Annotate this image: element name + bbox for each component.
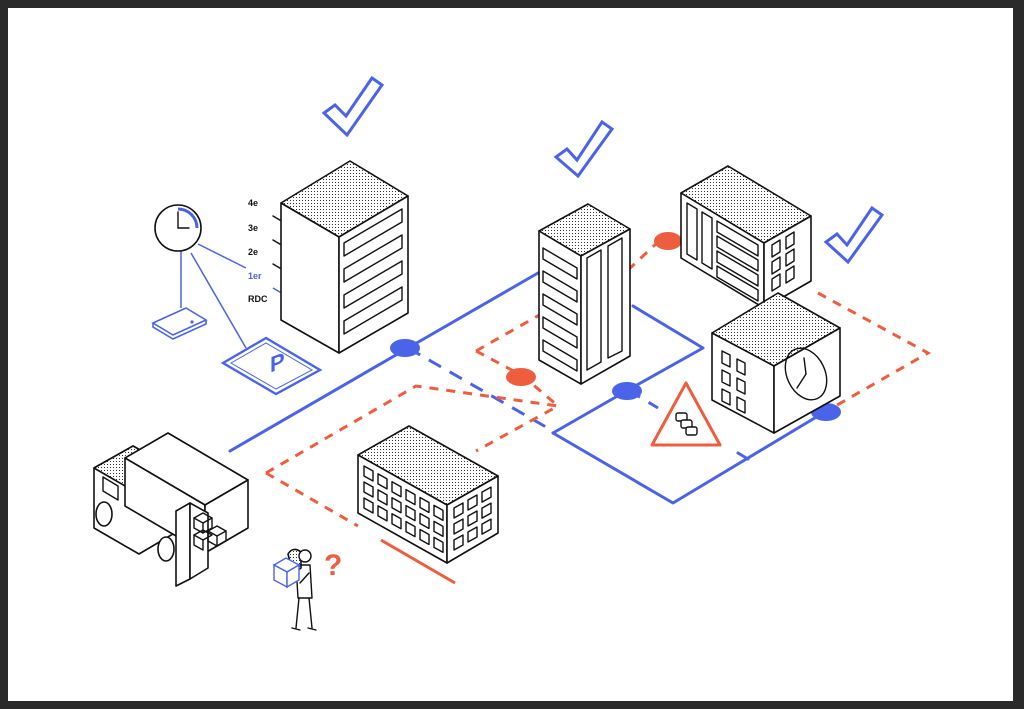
window [419, 496, 430, 514]
floor-label: RDC [248, 294, 268, 304]
window [481, 486, 492, 503]
illustration-frame: P 4e 3e 2e 1er RDC [8, 8, 1013, 701]
window [467, 510, 478, 527]
courier-person [287, 548, 317, 631]
window [377, 489, 388, 506]
route-node [612, 382, 642, 400]
window [433, 520, 444, 538]
svg-text:P: P [270, 347, 285, 378]
tablet-icon [151, 307, 208, 340]
window [391, 513, 402, 530]
floor-label: 4e [248, 198, 258, 208]
window [377, 505, 388, 522]
clock-icon [154, 204, 247, 349]
window [405, 520, 416, 538]
window [481, 502, 492, 519]
parking-icon: P [220, 336, 323, 396]
traffic-warning-icon [650, 381, 722, 447]
delivery-truck [93, 432, 249, 587]
window [433, 536, 444, 554]
floor-label: 3e [248, 223, 258, 233]
window [467, 526, 478, 543]
window [453, 518, 464, 535]
window [419, 528, 430, 546]
window [377, 473, 388, 490]
window [405, 488, 416, 506]
window [363, 481, 374, 498]
window [391, 481, 402, 498]
window [363, 497, 374, 514]
window [363, 465, 374, 482]
window [405, 504, 416, 522]
route-node [390, 339, 420, 357]
building-office-tall [280, 160, 409, 354]
window [419, 512, 430, 530]
window [467, 494, 478, 511]
window [391, 497, 402, 514]
route-node-red [506, 368, 536, 386]
building-tower [538, 203, 631, 385]
floor-label: 1er [248, 271, 262, 281]
question-mark: ? [324, 549, 342, 582]
building-apartments [357, 425, 499, 564]
route-node-red [654, 232, 682, 250]
building-clock [711, 292, 841, 434]
parcel-box [272, 557, 301, 589]
window [453, 502, 464, 519]
checkmark-icon [321, 75, 885, 265]
window [453, 534, 464, 551]
delivery-map-illustration: P 4e 3e 2e 1er RDC [93, 75, 932, 631]
window [433, 504, 444, 522]
building-office-wide [680, 165, 812, 309]
floor-label: 2e [248, 247, 258, 257]
window [481, 518, 492, 535]
